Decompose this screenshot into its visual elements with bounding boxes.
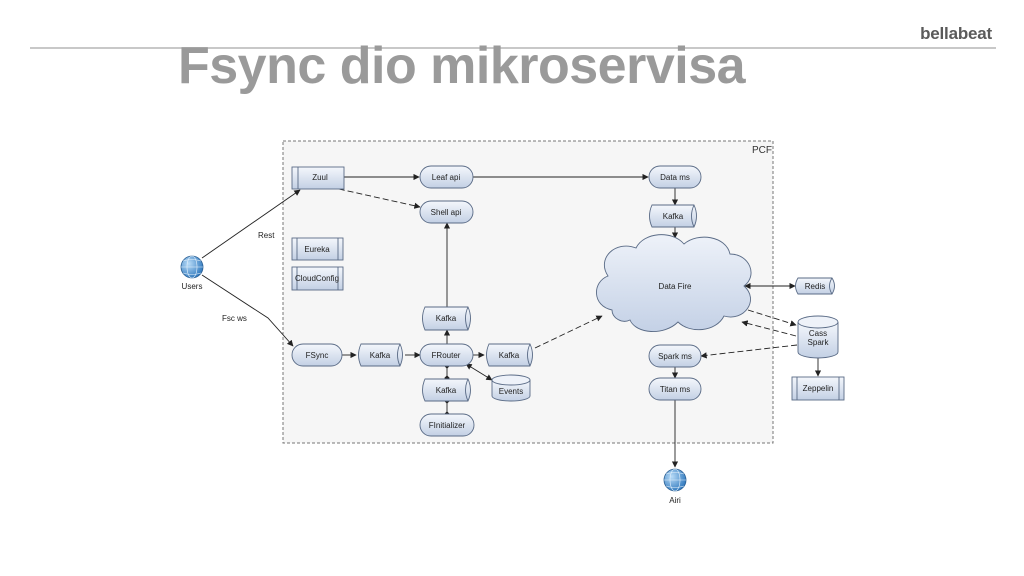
node-spark-label: Spark (808, 338, 830, 347)
node-eureka: Eureka (291, 237, 344, 261)
node-redis: Redis (795, 277, 835, 295)
node-titanms-label: Titan ms (660, 385, 690, 394)
brand-logo: bellabeat (920, 24, 992, 43)
node-datams-label: Data ms (660, 173, 690, 182)
edge-users-fsync (201, 274, 294, 347)
node-fsync-label: FSync (306, 351, 329, 360)
node-shellapi: Shell api (419, 200, 474, 224)
node-redis-label: Redis (805, 282, 825, 291)
node-airi: Airi (663, 468, 687, 505)
edge-zuul-shellapi (329, 186, 421, 209)
node-users: Users (180, 255, 204, 291)
node-users-label: Users (182, 282, 203, 291)
node-kafka-frouter: Kafka (486, 343, 533, 367)
node-cass-label: Cass (809, 329, 827, 338)
edge-frouter-events (465, 363, 493, 381)
node-kafka-up: Kafka (422, 306, 471, 331)
node-kafka-data: Kafka (649, 204, 697, 228)
edges (201, 173, 822, 468)
edge-label-fscws: Fsc ws (222, 314, 247, 323)
edge-datafire-cass2 (741, 320, 797, 337)
node-kafka-up-label: Kafka (436, 314, 457, 323)
pcf-label: PCF (752, 145, 772, 156)
node-eureka-label: Eureka (304, 245, 330, 254)
edge-cass-sparkms (700, 344, 798, 359)
edge-kafka-datafire2 (534, 315, 603, 349)
node-finitializer-label: FInitializer (429, 421, 466, 430)
node-cloudconfig-label: CloudConfig (295, 274, 339, 283)
node-finitializer: FInitializer (419, 413, 475, 437)
node-frouter-label: FRouter (432, 351, 461, 360)
node-kafka-data-label: Kafka (663, 212, 684, 221)
node-zeppelin: Zeppelin (791, 376, 845, 401)
node-kafka-frouter-label: Kafka (499, 351, 520, 360)
node-leafapi-label: Leaf api (432, 173, 461, 182)
node-zuul-label: Zuul (312, 173, 328, 182)
node-kafka-down: Kafka (422, 378, 471, 402)
node-events-label: Events (499, 387, 523, 396)
node-sparkms-label: Spark ms (658, 352, 692, 361)
node-titanms: Titan ms (648, 377, 702, 401)
node-kafka-fsync: Kafka (358, 343, 403, 367)
node-kafka-fsync-label: Kafka (370, 351, 391, 360)
edge-label-rest: Rest (258, 231, 275, 240)
node-cloudconfig: CloudConfig (291, 266, 344, 291)
node-cass-spark: Cass Spark (797, 315, 839, 359)
node-zuul: Zuul (291, 166, 345, 190)
node-leafapi: Leaf api (419, 165, 474, 189)
slide-title: Fsync dio mikroservisa (178, 37, 746, 95)
edge-datafire-cass1 (747, 309, 797, 327)
node-datafire: Data Fire (596, 234, 752, 332)
globe-icon (180, 255, 204, 279)
node-zeppelin-label: Zeppelin (803, 384, 834, 393)
header-divider (30, 47, 996, 49)
edge-users-zuul (201, 189, 301, 259)
node-datafire-label: Data Fire (659, 282, 692, 291)
globe-icon (663, 468, 687, 492)
node-airi-label: Airi (669, 496, 681, 505)
node-fsync: FSync (291, 343, 343, 367)
node-frouter: FRouter (419, 343, 474, 367)
node-kafka-down-label: Kafka (436, 386, 457, 395)
node-datams: Data ms (648, 165, 702, 189)
node-events: Events (491, 374, 531, 402)
node-shellapi-label: Shell api (431, 208, 462, 217)
node-sparkms: Spark ms (648, 344, 702, 368)
